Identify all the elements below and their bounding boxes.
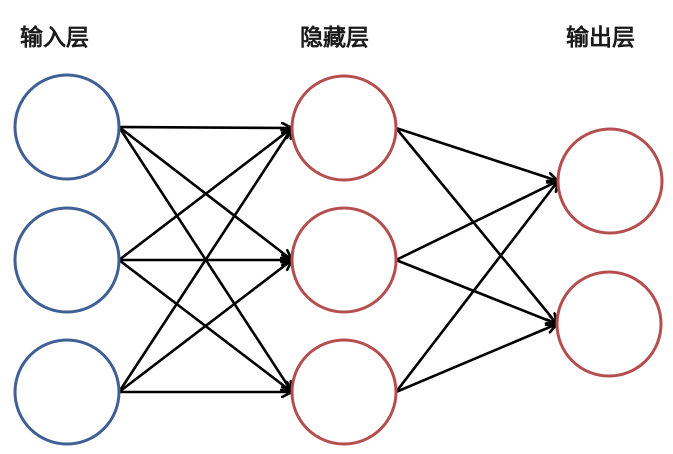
edge-arrow-hidden-0-to-output-0 [395,126,558,181]
nodes-group [13,73,664,446]
input-node-2 [13,206,121,314]
edge-arrow-hidden-1-to-output-1 [395,258,557,324]
hidden-node-1 [290,74,398,182]
edge-arrow-input-2-to-hidden-1 [118,260,292,394]
input-layer-label: 输入层 [20,24,89,51]
edge-arrow-hidden-2-to-output-0 [394,181,558,393]
output-node-1 [556,127,664,235]
edge-arrow-hidden-2-to-output-1 [395,324,557,394]
input-node-1 [13,73,121,181]
hidden-node-2 [290,206,398,314]
edges-group [117,126,558,394]
hidden-node-3 [290,338,398,446]
edge-arrow-input-2-to-hidden-0 [117,128,292,393]
output-layer-label: 输出层 [566,24,635,51]
edge-arrow-input-0-to-hidden-0 [118,127,292,128]
edge-arrow-hidden-1-to-output-0 [395,181,558,262]
edge-arrow-input-1-to-hidden-0 [118,128,292,262]
hidden-layer-label: 隐藏层 [300,24,369,51]
input-node-3 [13,338,121,446]
output-node-2 [555,270,663,378]
edge-arrow-hidden-0-to-output-1 [394,127,557,324]
